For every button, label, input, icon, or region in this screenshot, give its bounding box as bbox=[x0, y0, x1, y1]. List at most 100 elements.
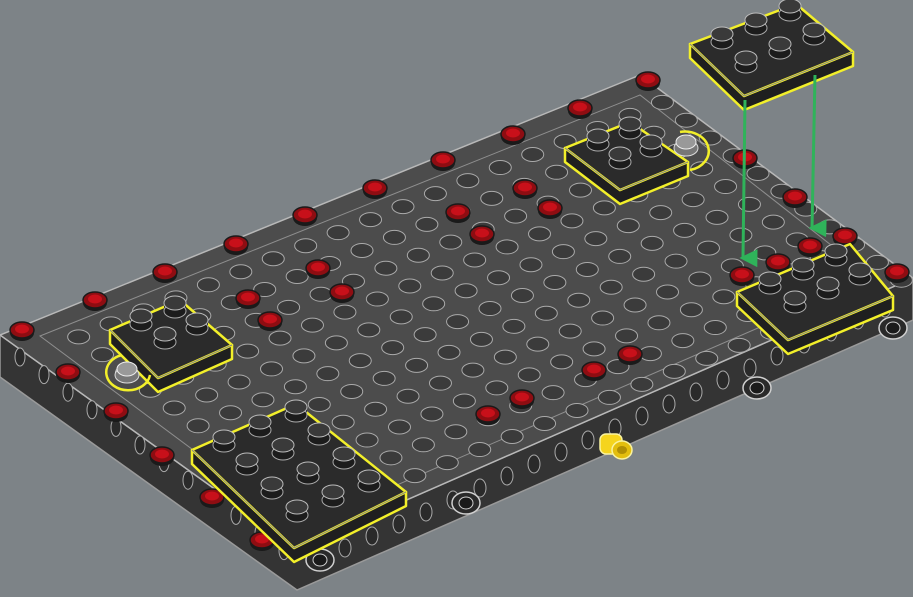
plate-hole bbox=[522, 148, 544, 162]
plate-hole bbox=[470, 332, 492, 346]
plate-hole bbox=[503, 319, 525, 333]
side-hole bbox=[39, 366, 49, 384]
plate-hole bbox=[593, 201, 615, 215]
plate-hole bbox=[196, 388, 218, 402]
plate-hole bbox=[228, 375, 250, 389]
plate-hole bbox=[520, 258, 542, 272]
side-hole bbox=[528, 455, 540, 473]
black-pin bbox=[452, 492, 480, 514]
plate-hole bbox=[494, 350, 516, 364]
plate-stud bbox=[803, 23, 825, 45]
plate-hole bbox=[505, 209, 527, 223]
red-stud bbox=[258, 312, 282, 331]
plate-hole bbox=[650, 206, 672, 220]
plate-stud bbox=[272, 438, 294, 460]
plate-hole bbox=[332, 415, 354, 429]
red-stud bbox=[236, 290, 260, 309]
plate-hole bbox=[651, 95, 673, 109]
side-hole bbox=[183, 471, 193, 489]
plate-hole bbox=[552, 245, 574, 259]
plate-hole bbox=[544, 275, 566, 289]
plate-hole bbox=[388, 420, 410, 434]
side-hole bbox=[420, 503, 432, 521]
plate-hole bbox=[440, 235, 462, 249]
plate-hole bbox=[392, 200, 414, 214]
plate-stud bbox=[164, 296, 186, 318]
plate-hole bbox=[399, 279, 421, 293]
side-hole bbox=[636, 407, 648, 425]
plate-stud bbox=[322, 485, 344, 507]
plate-hole bbox=[293, 349, 315, 363]
plate-stud bbox=[735, 51, 757, 73]
plate-hole bbox=[672, 334, 694, 348]
plate-hole bbox=[421, 407, 443, 421]
side-hole bbox=[771, 347, 783, 365]
plate-hole bbox=[641, 236, 663, 250]
side-hole bbox=[690, 383, 702, 401]
side-hole bbox=[582, 431, 594, 449]
plate-hole bbox=[762, 215, 784, 229]
side-hole bbox=[555, 443, 567, 461]
red-stud bbox=[293, 207, 317, 226]
red-stud bbox=[363, 180, 387, 199]
plate-hole bbox=[583, 342, 605, 356]
red-stud bbox=[510, 390, 534, 409]
plate-stud bbox=[154, 327, 176, 349]
plate-stud bbox=[308, 423, 330, 445]
plate-hole bbox=[360, 213, 382, 227]
plate-stud bbox=[849, 263, 871, 285]
plate-hole bbox=[551, 355, 573, 369]
plate-hole bbox=[674, 223, 696, 237]
plate-hole bbox=[713, 290, 735, 304]
plate-stud bbox=[640, 135, 662, 157]
plate-stud bbox=[286, 500, 308, 522]
red-stud bbox=[153, 264, 177, 283]
plate-stud bbox=[817, 277, 839, 299]
plate-hole bbox=[295, 239, 317, 253]
plate-hole bbox=[535, 306, 557, 320]
black-pin bbox=[743, 377, 771, 399]
plate-stud bbox=[297, 462, 319, 484]
plate-stud bbox=[779, 0, 801, 21]
red-stud bbox=[885, 264, 909, 283]
plate-hole bbox=[429, 376, 451, 390]
plate-hole bbox=[534, 416, 556, 430]
plate-hole bbox=[689, 272, 711, 286]
plate-hole bbox=[404, 469, 426, 483]
plate-stud bbox=[792, 258, 814, 280]
plate-stud bbox=[784, 291, 806, 313]
plate-hole bbox=[728, 338, 750, 352]
side-hole bbox=[366, 527, 378, 545]
plate-hole bbox=[609, 249, 631, 263]
plate-hole bbox=[479, 302, 501, 316]
side-hole bbox=[87, 401, 97, 419]
plate-hole bbox=[730, 228, 752, 242]
plate-hole bbox=[407, 248, 429, 262]
plate-hole bbox=[598, 390, 620, 404]
side-hole bbox=[663, 395, 675, 413]
plate-hole bbox=[488, 271, 510, 285]
plate-hole bbox=[237, 344, 259, 358]
side-hole bbox=[339, 539, 351, 557]
red-stud bbox=[56, 364, 80, 383]
plate-hole bbox=[600, 280, 622, 294]
red-stud bbox=[538, 200, 562, 219]
round-stud bbox=[115, 362, 139, 383]
plate-hole bbox=[397, 389, 419, 403]
plate-hole bbox=[486, 381, 508, 395]
plate-hole bbox=[68, 330, 90, 344]
side-hole bbox=[63, 383, 73, 401]
plate-hole bbox=[633, 267, 655, 281]
plate-stud bbox=[358, 470, 380, 492]
red-stud bbox=[83, 292, 107, 311]
round-stud bbox=[674, 135, 698, 156]
red-stud bbox=[582, 362, 606, 381]
plate-hole bbox=[366, 292, 388, 306]
plate-hole bbox=[424, 187, 446, 201]
plate-stud bbox=[285, 400, 307, 422]
plate-hole bbox=[715, 180, 737, 194]
plate-stud bbox=[236, 453, 258, 475]
red-stud bbox=[636, 72, 660, 91]
plate-hole bbox=[455, 284, 477, 298]
plate-hole bbox=[511, 289, 533, 303]
